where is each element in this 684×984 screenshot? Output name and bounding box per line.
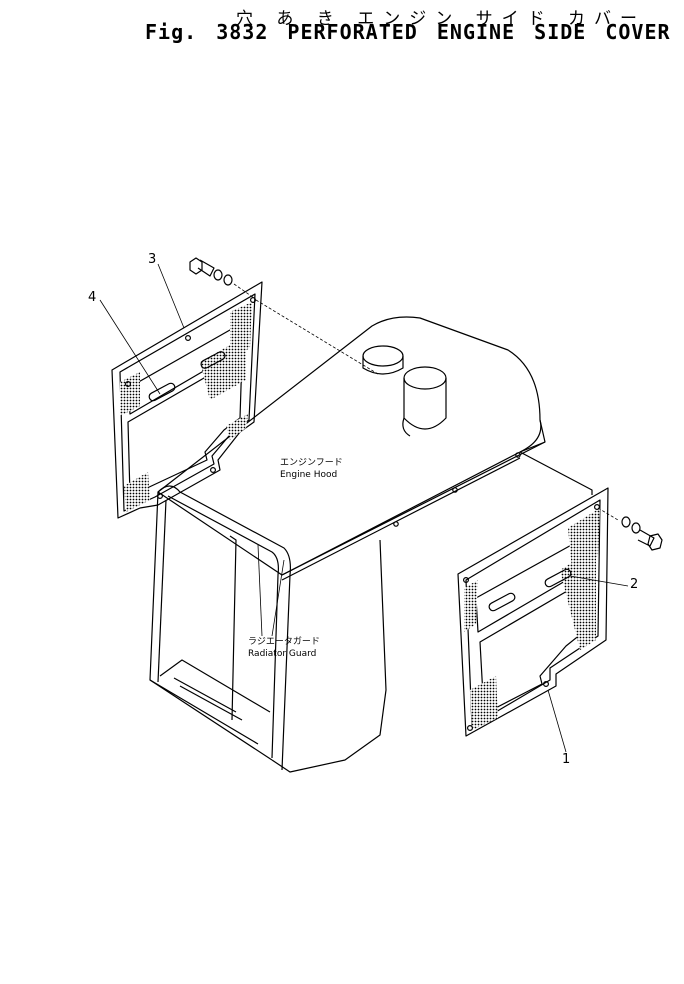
radiator-guard: [149, 485, 291, 771]
radiator-guard-label: Radiator Guard: [248, 649, 317, 659]
radiator-guard-label-jp: ラジエータガード: [248, 637, 320, 647]
right-side-cover: [457, 487, 609, 737]
engine-hood: [157, 316, 593, 773]
exhaust-pipes: [362, 345, 447, 437]
figure-title-japanese: 穴 あ き エンジン サイド カバー: [236, 9, 647, 29]
callout-4: 4: [88, 290, 97, 305]
engine-hood-label: Engine Hood: [280, 470, 338, 480]
left-bolt-washer-set: [189, 257, 233, 286]
callout-1: 1: [562, 752, 571, 767]
callout-3: 3: [148, 252, 157, 267]
left-side-cover: [111, 281, 263, 519]
leader-lines: [99, 263, 629, 753]
figure-title: Fig. 3832 PERFORATED ENGINE SIDE COVER: [145, 20, 671, 44]
callout-2: 2: [630, 577, 639, 592]
right-bolt-washer-set: [621, 516, 663, 551]
engine-hood-label-jp: エンジンフード: [280, 458, 343, 468]
